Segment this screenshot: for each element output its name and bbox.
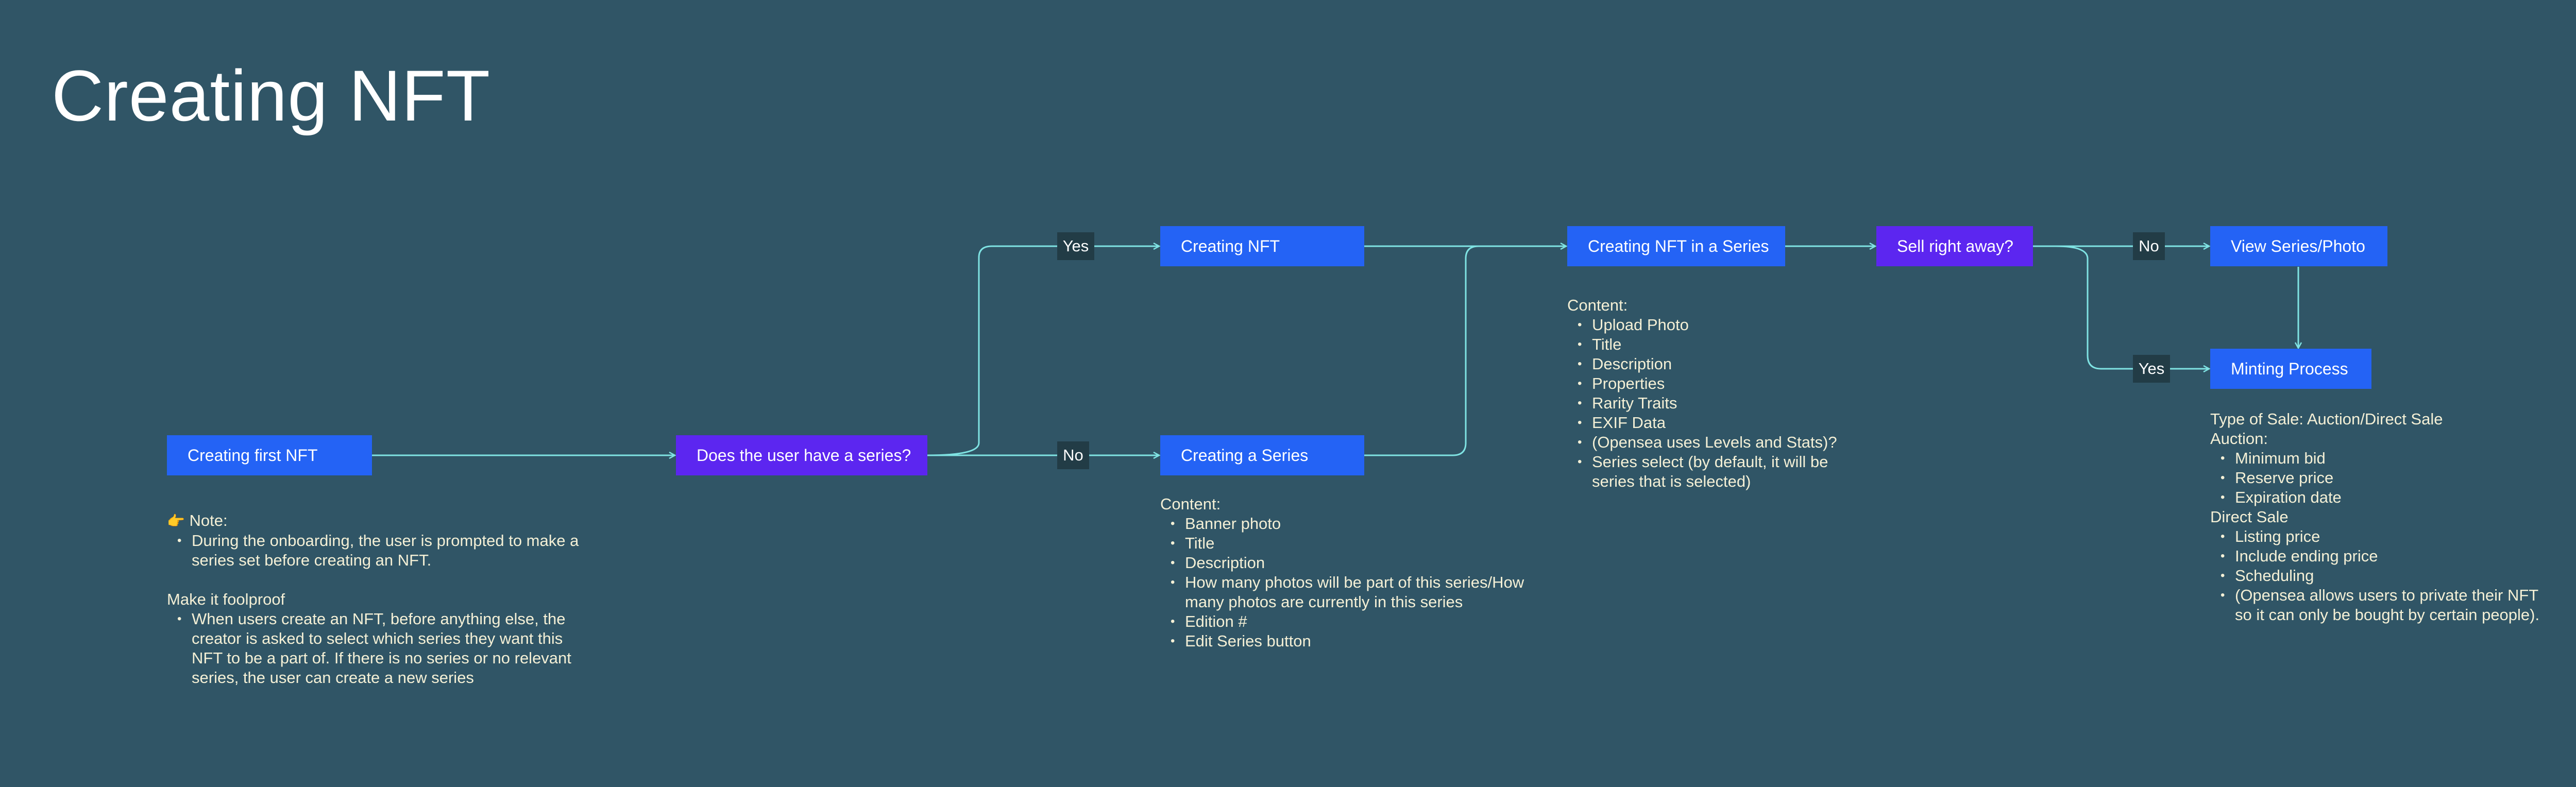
list-item: Banner photo	[1160, 514, 1552, 534]
node-label: Creating a Series	[1181, 446, 1309, 465]
node-label: View Series/Photo	[2231, 236, 2365, 255]
list-item: Listing price	[2210, 527, 2540, 546]
list-item: During the onboarding, the user is promp…	[167, 531, 579, 570]
list-item: Reserve price	[2210, 468, 2540, 488]
list-item: Title	[1567, 335, 1866, 354]
note-heading: Note:	[189, 511, 228, 529]
connector-decision-to-yes	[927, 246, 1159, 456]
list-item: How many photos will be part of this ser…	[1160, 573, 1552, 612]
list-item: (Opensea uses Levels and Stats)?	[1567, 433, 1866, 452]
sale-type-notes: Type of Sale: Auction/Direct Sale Auctio…	[2210, 409, 2540, 625]
node-creating-nft-in-series[interactable]: Creating NFT in a Series	[1567, 226, 1785, 266]
nft-in-series-content-notes: Content: Upload Photo Title Description …	[1567, 296, 1866, 491]
node-sell-right-away-decision[interactable]: Sell right away?	[1876, 226, 2033, 266]
list-item: Edit Series button	[1160, 631, 1552, 651]
edge-label-yes-sell: Yes	[2133, 355, 2170, 383]
node-label: Sell right away?	[1897, 236, 2013, 255]
list-item: When users create an NFT, before anythin…	[167, 609, 579, 688]
nft-in-series-content-heading: Content:	[1567, 296, 1628, 314]
list-item: Description	[1567, 354, 1866, 374]
nft-in-series-content-list: Upload Photo Title Description Propertie…	[1567, 315, 1866, 491]
foolproof-list: When users create an NFT, before anythin…	[167, 609, 579, 688]
direct-sale-heading: Direct Sale	[2210, 508, 2289, 526]
node-creating-series[interactable]: Creating a Series	[1160, 435, 1364, 475]
node-label: Creating first NFT	[188, 446, 318, 465]
list-item: Minimum bid	[2210, 449, 2540, 468]
series-content-notes: Content: Banner photo Title Description …	[1160, 494, 1552, 651]
auction-list: Minimum bid Reserve price Expiration dat…	[2210, 449, 2540, 507]
node-label: Creating NFT in a Series	[1588, 236, 1769, 255]
edge-label-no-sell: No	[2133, 232, 2165, 260]
connector-sell-to-minting	[2055, 245, 2209, 369]
list-item: Include ending price	[2210, 546, 2540, 566]
node-label: Does the user have a series?	[697, 446, 911, 465]
direct-sale-list: Listing price Include ending price Sched…	[2210, 527, 2540, 625]
list-item: Properties	[1567, 374, 1866, 394]
node-creating-nft[interactable]: Creating NFT	[1160, 226, 1364, 266]
node-label: Minting Process	[2231, 359, 2348, 378]
onboarding-note: 👉 Note: During the onboarding, the user …	[167, 511, 579, 688]
list-item: (Opensea allows users to private their N…	[2210, 586, 2540, 625]
list-item: Scheduling	[2210, 566, 2540, 586]
connector-series-to-nft-in-series	[1364, 245, 1566, 456]
list-item: Series select (by default, it will be se…	[1567, 452, 1866, 491]
list-item: Rarity Traits	[1567, 394, 1866, 413]
list-item: Expiration date	[2210, 488, 2540, 507]
edge-label-no-series: No	[1057, 441, 1089, 469]
page-title: Creating NFT	[52, 55, 491, 136]
edge-label-yes-series: Yes	[1057, 232, 1094, 260]
pointing-hand-icon: 👉	[167, 513, 185, 529]
series-content-list: Banner photo Title Description How many …	[1160, 514, 1552, 651]
list-item: Upload Photo	[1567, 315, 1866, 335]
node-label: Creating NFT	[1181, 236, 1280, 255]
auction-heading: Auction:	[2210, 430, 2268, 448]
node-view-series-photo[interactable]: View Series/Photo	[2210, 226, 2387, 266]
node-creating-first-nft[interactable]: Creating first NFT	[167, 435, 372, 475]
sale-type-heading: Type of Sale: Auction/Direct Sale	[2210, 410, 2443, 428]
list-item: Edition #	[1160, 612, 1552, 631]
node-minting-process[interactable]: Minting Process	[2210, 349, 2371, 389]
note-heading-row: 👉 Note:	[167, 511, 579, 531]
node-has-series-decision[interactable]: Does the user have a series?	[676, 435, 927, 475]
list-item: Description	[1160, 553, 1552, 573]
list-item: EXIF Data	[1567, 413, 1866, 433]
list-item: Title	[1160, 534, 1552, 553]
note-list: During the onboarding, the user is promp…	[167, 531, 579, 570]
foolproof-heading: Make it foolproof	[167, 590, 285, 608]
series-content-heading: Content:	[1160, 495, 1221, 513]
